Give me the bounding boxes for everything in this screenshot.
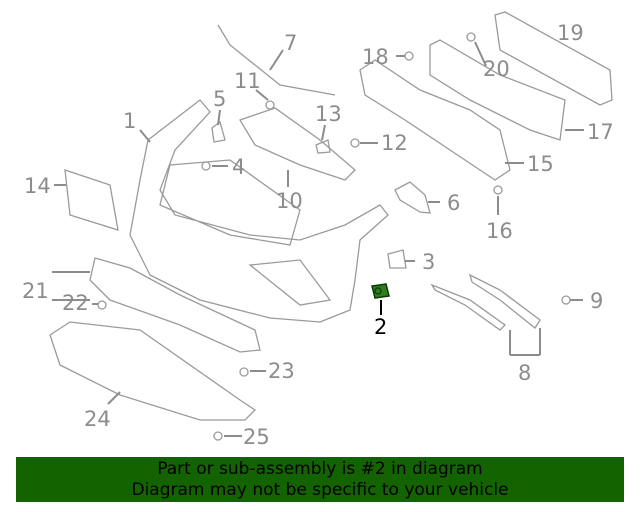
part-11-clip (265, 100, 275, 110)
callout-13: 13 (315, 102, 342, 126)
callout-16: 16 (486, 219, 513, 243)
callout-6: 6 (447, 191, 460, 215)
callout-4: 4 (232, 155, 245, 179)
callout-20: 20 (483, 57, 510, 81)
part-2-highlighted[interactable] (371, 283, 390, 299)
part-9-bolt (561, 295, 571, 305)
part-3-bracket (387, 249, 407, 269)
callout-25: 25 (243, 425, 270, 449)
part-12-screw (350, 138, 360, 148)
callout-8: 8 (518, 361, 531, 385)
callout-11: 11 (234, 69, 261, 93)
callout-5: 5 (213, 87, 226, 111)
banner-line-1: Part or sub-assembly is #2 in diagram (157, 459, 483, 479)
callout-3: 3 (422, 250, 435, 274)
part-8-molding (430, 273, 541, 331)
part-14-plate (64, 169, 119, 231)
part-7-molding (217, 24, 336, 96)
part-4-screw (201, 161, 211, 171)
callout-19: 19 (557, 21, 584, 45)
callout-23: 23 (268, 359, 295, 383)
part-24-cover (49, 321, 257, 421)
part-18-bolt (404, 51, 414, 61)
part-23-bolt (239, 367, 249, 377)
bumper-cover-outline (129, 99, 389, 323)
callout-9: 9 (590, 289, 603, 313)
part-17-retainer (429, 39, 566, 141)
part-25-screw (213, 431, 223, 441)
part-10-bracket (239, 107, 356, 181)
callout-14: 14 (24, 174, 51, 198)
part-16-clip (493, 185, 503, 195)
leader-lines (52, 41, 584, 437)
callout-7: 7 (284, 31, 297, 55)
callout-18: 18 (362, 45, 389, 69)
callout-22: 22 (62, 291, 89, 315)
part-20-bolt (466, 32, 476, 42)
part-21-cover (89, 257, 261, 353)
part-19-reinforcement (494, 11, 613, 106)
part-22-clip (97, 300, 107, 310)
callout-2[interactable]: 2 (374, 315, 387, 339)
banner-line-2: Diagram may not be specific to your vehi… (131, 480, 509, 500)
callout-15: 15 (527, 152, 554, 176)
callout-17: 17 (587, 120, 614, 144)
callout-10: 10 (276, 189, 303, 213)
callout-12: 12 (381, 131, 408, 155)
notice-banner: Part or sub-assembly is #2 in diagram Di… (16, 457, 624, 502)
callout-21: 21 (22, 279, 49, 303)
callout-1: 1 (123, 109, 136, 133)
callout-24: 24 (84, 407, 111, 431)
part-6-bracket (394, 181, 431, 214)
part-13-clip (315, 139, 331, 154)
part-15-absorber (359, 59, 511, 181)
